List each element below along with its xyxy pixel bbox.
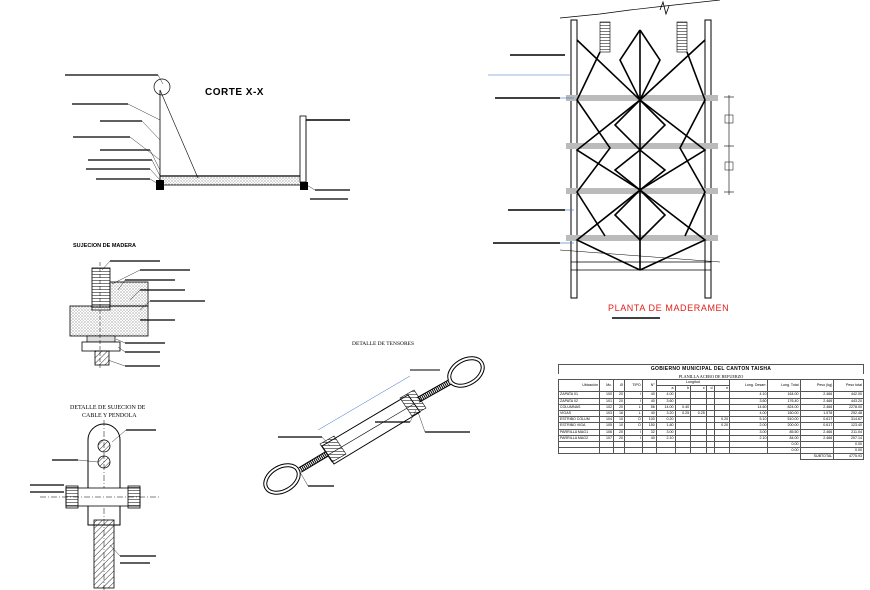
schedule-cell xyxy=(598,447,615,455)
header-peso-total: Peso total xyxy=(833,378,864,393)
header-long-desarr: Long. Desarr. xyxy=(729,378,769,393)
planta-maderamen-title: PLANTA DE MADERAMEN xyxy=(608,303,730,313)
sujecion-madera-title: SUJECION DE MADERA xyxy=(73,243,136,249)
subtotal-value: 4775.93 xyxy=(833,453,864,461)
header-mc: Mc. xyxy=(598,378,615,393)
corte-title: CORTE X-X xyxy=(205,87,264,98)
planta-maderamen xyxy=(488,0,734,319)
rebar-schedule: GOBIERNO MUNICIPAL DEL CANTON TAISHA PLA… xyxy=(558,364,864,474)
corte-section xyxy=(65,74,350,200)
schedule-cell xyxy=(655,447,676,455)
header-diameter: Ø xyxy=(613,378,625,393)
tensores-detail xyxy=(263,356,485,495)
subtotal-label: SUBTOTAL xyxy=(799,453,835,461)
schedule-table: Ubicación Mc. Ø TIPO N° Longitud Long. D… xyxy=(558,378,864,461)
tensores-title: DETALLE DE TENSORES xyxy=(352,341,415,347)
sujecion-cable-title-line2: CABLE Y PENDOLA xyxy=(82,413,137,419)
schedule-cell xyxy=(641,447,657,455)
schedule-cell xyxy=(690,447,707,455)
header-n: N° xyxy=(641,378,657,393)
sujecion-madera-detail xyxy=(69,260,205,370)
schedule-cell: 0.00 xyxy=(767,447,801,455)
schedule-subheader-row: a b c d e xyxy=(559,385,864,393)
schedule-cell xyxy=(613,447,625,455)
sujecion-cable-detail xyxy=(30,420,160,590)
sujecion-cable-title-line1: DETALLE DE SUJECION DE xyxy=(70,405,146,411)
schedule-title: GOBIERNO MUNICIPAL DEL CANTON TAISHA xyxy=(558,364,864,374)
header-long-total: Long. Total xyxy=(767,378,801,393)
schedule-header-row: Ubicación Mc. Ø TIPO N° Longitud Long. D… xyxy=(558,378,864,393)
schedule-subtotal-row: SUBTOTAL 4775.93 xyxy=(559,453,864,461)
header-tipo: TIPO xyxy=(623,378,643,393)
header-ubicacion: Ubicación xyxy=(558,378,600,393)
schedule-subtitle: PLANILLA ACERO DE REFUERZO xyxy=(678,374,744,379)
header-peso: Peso (kg) xyxy=(799,378,835,393)
schedule-cell xyxy=(729,447,769,455)
